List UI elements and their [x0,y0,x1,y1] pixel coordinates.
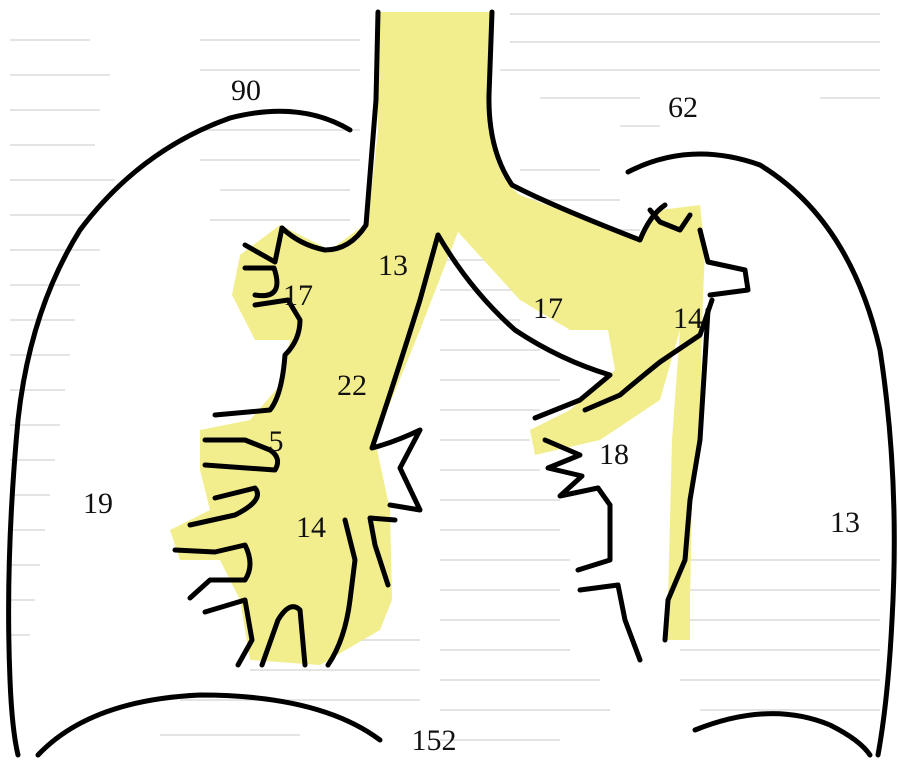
label-right-lower: 14 [296,511,326,544]
label-left-upper: 14 [673,302,703,335]
label-upper-right: 62 [668,91,698,124]
label-left-main: 17 [533,292,563,325]
label-right-intermediate: 22 [337,369,367,402]
label-bottom: 152 [412,724,457,757]
label-right-upper-bronchus: 17 [283,279,313,312]
label-right-lung: 19 [83,487,113,520]
label-upper-left: 90 [231,74,261,107]
label-right-middle: 5 [269,425,284,458]
label-trachea: 13 [378,249,408,282]
label-left-lower: 18 [599,438,629,471]
label-left-lung: 13 [830,506,860,539]
